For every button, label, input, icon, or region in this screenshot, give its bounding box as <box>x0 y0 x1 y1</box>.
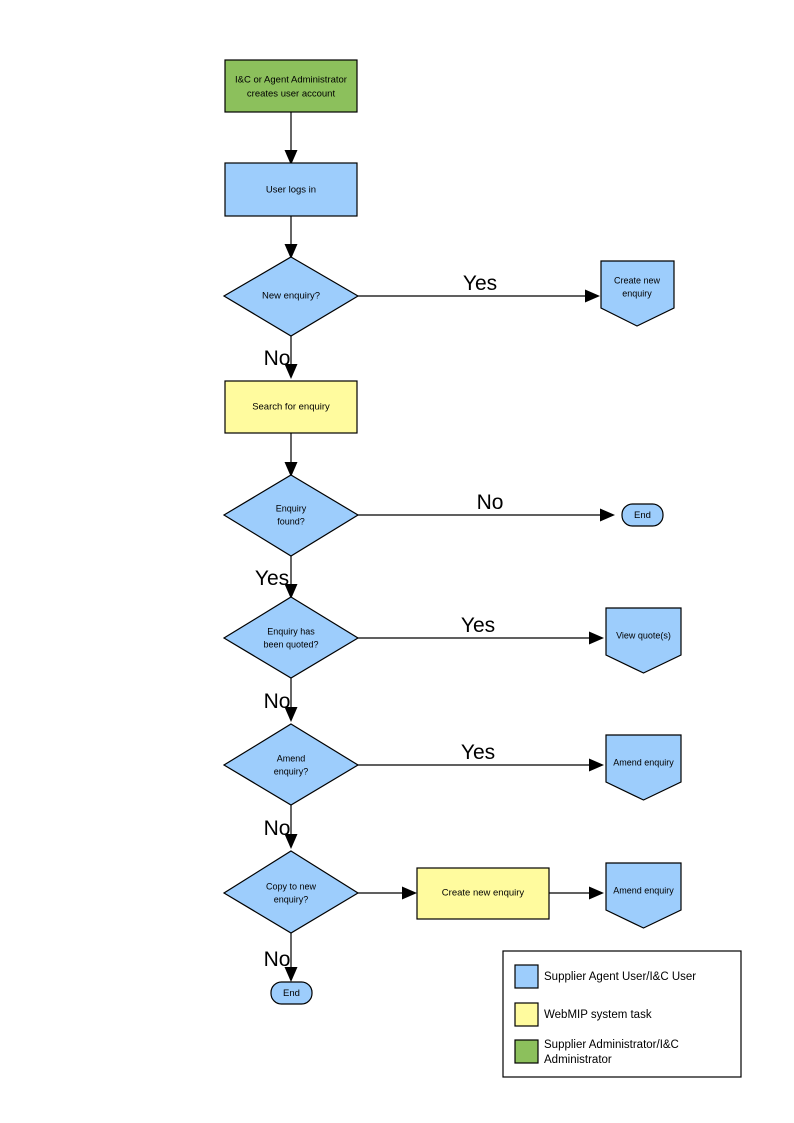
node-amend-enquiry-decision[interactable]: Amend enquiry? <box>222 723 360 806</box>
svg-text:Create new: Create new <box>614 275 661 285</box>
svg-text:Enquiry has: Enquiry has <box>267 626 315 636</box>
node-new-enquiry-decision[interactable]: New enquiry? <box>222 256 360 337</box>
node-admin-creates-account[interactable]: I&C or Agent Administrator creates user … <box>224 59 358 113</box>
svg-text:Amend: Amend <box>277 753 306 763</box>
svg-text:Amend enquiry: Amend enquiry <box>613 757 674 767</box>
edge-create-new-to-amend <box>549 886 604 900</box>
svg-text:Copy to new: Copy to new <box>266 881 317 891</box>
edge-copy-to-create-new <box>358 886 417 900</box>
node-end-final[interactable]: End <box>270 981 313 1005</box>
svg-text:Create new enquiry: Create new enquiry <box>442 888 525 899</box>
node-amend-enquiry-manual[interactable]: Amend enquiry <box>605 734 682 801</box>
edge-new-enquiry-no <box>284 336 298 379</box>
edge-label-yes-new-enquiry: Yes <box>463 272 497 295</box>
edge-new-enquiry-yes <box>358 289 600 303</box>
legend-item-user: Supplier Agent User/I&C User <box>514 964 696 989</box>
svg-text:enquiry?: enquiry? <box>274 766 309 776</box>
legend-item-admin: Supplier Administrator/I&C Administrator <box>514 1039 679 1066</box>
node-enquiry-found-decision[interactable]: Enquiry found? <box>222 474 360 557</box>
svg-text:End: End <box>634 510 651 521</box>
svg-text:enquiry?: enquiry? <box>274 894 309 904</box>
edge-found-no <box>358 508 615 522</box>
edge-amend-no <box>284 805 298 849</box>
svg-text:User logs in: User logs in <box>266 185 316 196</box>
node-user-logs-in[interactable]: User logs in <box>224 162 358 217</box>
svg-text:creates user account: creates user account <box>247 89 336 100</box>
edge-copy-no <box>284 933 298 982</box>
svg-text:I&C or Agent Administrator: I&C or Agent Administrator <box>235 75 347 86</box>
edge-quoted-no <box>284 678 298 722</box>
edge-label-no-quoted: No <box>264 690 291 713</box>
legend-item-system: WebMIP system task <box>514 1002 652 1027</box>
svg-text:Administrator: Administrator <box>544 1054 612 1066</box>
edge-found-yes <box>284 556 298 599</box>
svg-text:Supplier Agent User/I&C User: Supplier Agent User/I&C User <box>544 971 696 983</box>
edge-label-no-new-enquiry: No <box>264 347 291 370</box>
svg-text:Enquiry: Enquiry <box>276 503 307 513</box>
svg-text:been quoted?: been quoted? <box>263 639 318 649</box>
edge-label-yes-amend: Yes <box>461 741 495 764</box>
svg-text:found?: found? <box>277 516 305 526</box>
svg-text:View quote(s): View quote(s) <box>616 630 671 640</box>
node-create-new-enquiry-manual[interactable]: Create new enquiry <box>600 260 675 327</box>
edge-quoted-yes <box>358 631 604 645</box>
svg-text:WebMIP system task: WebMIP system task <box>544 1009 652 1021</box>
edge-label-no-copy: No <box>264 948 291 971</box>
node-enquiry-quoted-decision[interactable]: Enquiry has been quoted? <box>222 596 360 679</box>
node-create-new-enquiry-system[interactable]: Create new enquiry <box>416 867 550 920</box>
edge-amend-yes <box>358 758 604 772</box>
edge-label-no-amend: No <box>264 817 291 840</box>
node-view-quotes[interactable]: View quote(s) <box>605 607 682 674</box>
node-copy-to-new-enquiry-decision[interactable]: Copy to new enquiry? <box>222 850 360 934</box>
edge-label-yes-enquiry-found: Yes <box>255 567 289 590</box>
edge-label-yes-quoted: Yes <box>461 614 495 637</box>
svg-text:enquiry: enquiry <box>622 288 652 298</box>
edge-admin-to-login <box>284 112 298 165</box>
edge-label-no-enquiry-found: No <box>477 491 504 514</box>
svg-text:New enquiry?: New enquiry? <box>262 291 320 302</box>
node-amend-enquiry-manual-2[interactable]: Amend enquiry <box>605 862 682 929</box>
svg-text:Supplier Administrator/I&C: Supplier Administrator/I&C <box>544 1039 679 1051</box>
edge-search-to-found <box>284 433 298 477</box>
svg-text:Search for enquiry: Search for enquiry <box>252 402 330 413</box>
svg-text:End: End <box>283 988 300 999</box>
svg-text:Amend enquiry: Amend enquiry <box>613 885 674 895</box>
edge-login-to-new-enquiry <box>284 216 298 259</box>
node-end-not-found[interactable]: End <box>621 503 664 527</box>
legend: Supplier Agent User/I&C User WebMIP syst… <box>502 950 742 1078</box>
node-search-for-enquiry[interactable]: Search for enquiry <box>224 380 358 434</box>
